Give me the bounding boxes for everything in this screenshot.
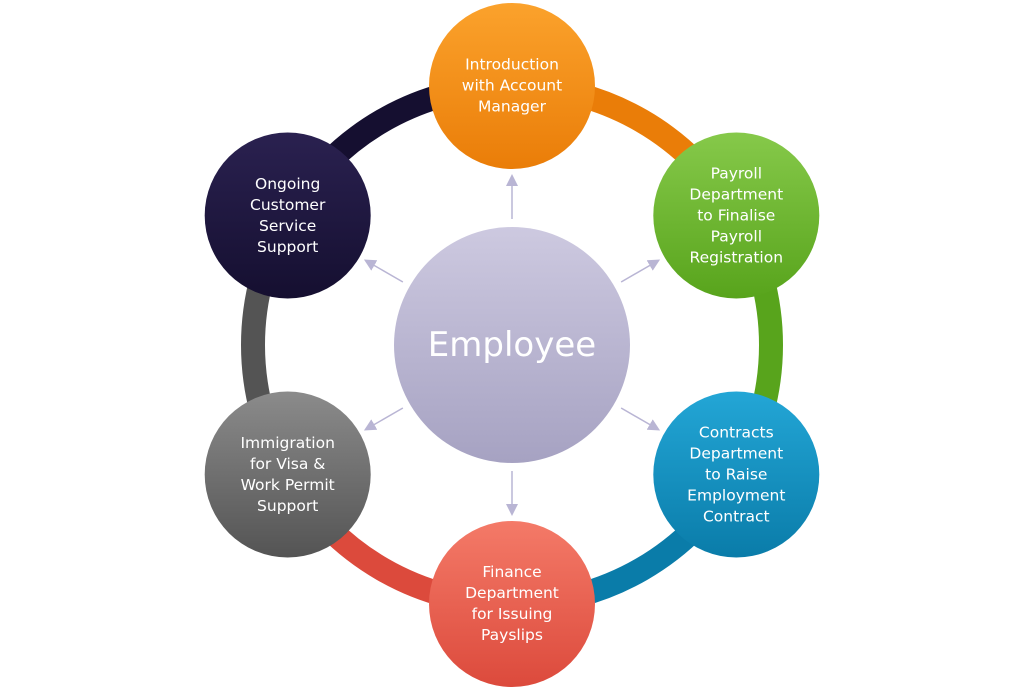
step-circle (653, 391, 820, 558)
arrow-connector (620, 259, 661, 283)
step-label-line: for Issuing (471, 605, 553, 623)
step-label-line: Work Permit (240, 475, 335, 494)
step-label-line: with Account (461, 76, 563, 95)
step-label-line: Payslips (481, 626, 543, 644)
step-circle (204, 391, 371, 558)
center-label: Employee (427, 325, 597, 365)
step-label-line: Employment (687, 486, 786, 504)
step-label-line: Customer (250, 195, 326, 214)
step-label-line: Contract (702, 507, 770, 525)
arrow-connector (620, 407, 661, 431)
step-label-line: Registration (689, 248, 784, 266)
step-circle (429, 3, 595, 169)
step-label-line: Department (689, 444, 784, 462)
step-label-line: Contracts (698, 423, 774, 441)
step-label-line: Support (257, 496, 319, 515)
step-label-line: Department (689, 185, 784, 203)
step-label-line: Payroll (710, 227, 763, 245)
step-label-line: Department (465, 584, 559, 602)
step-circle (653, 132, 820, 299)
step-label-line: to Finalise (697, 206, 776, 224)
step-label-line: Immigration (240, 433, 335, 452)
step-circle (204, 132, 371, 299)
step-label-line: Payroll (710, 164, 763, 182)
step-label-line: Introduction (465, 55, 559, 74)
step-label-line: Finance (482, 563, 542, 581)
step-label-line: Ongoing (255, 174, 321, 193)
arrow-connector (363, 259, 404, 283)
step-label-line: Support (257, 237, 319, 256)
center-circle (394, 227, 630, 463)
arrow-connector (363, 407, 404, 431)
step-label-line: Manager (478, 97, 546, 116)
step-label-line: Service (259, 216, 317, 235)
step-label-line: to Raise (705, 465, 768, 483)
step-circle (429, 521, 595, 687)
step-label-line: for Visa & (249, 454, 326, 473)
